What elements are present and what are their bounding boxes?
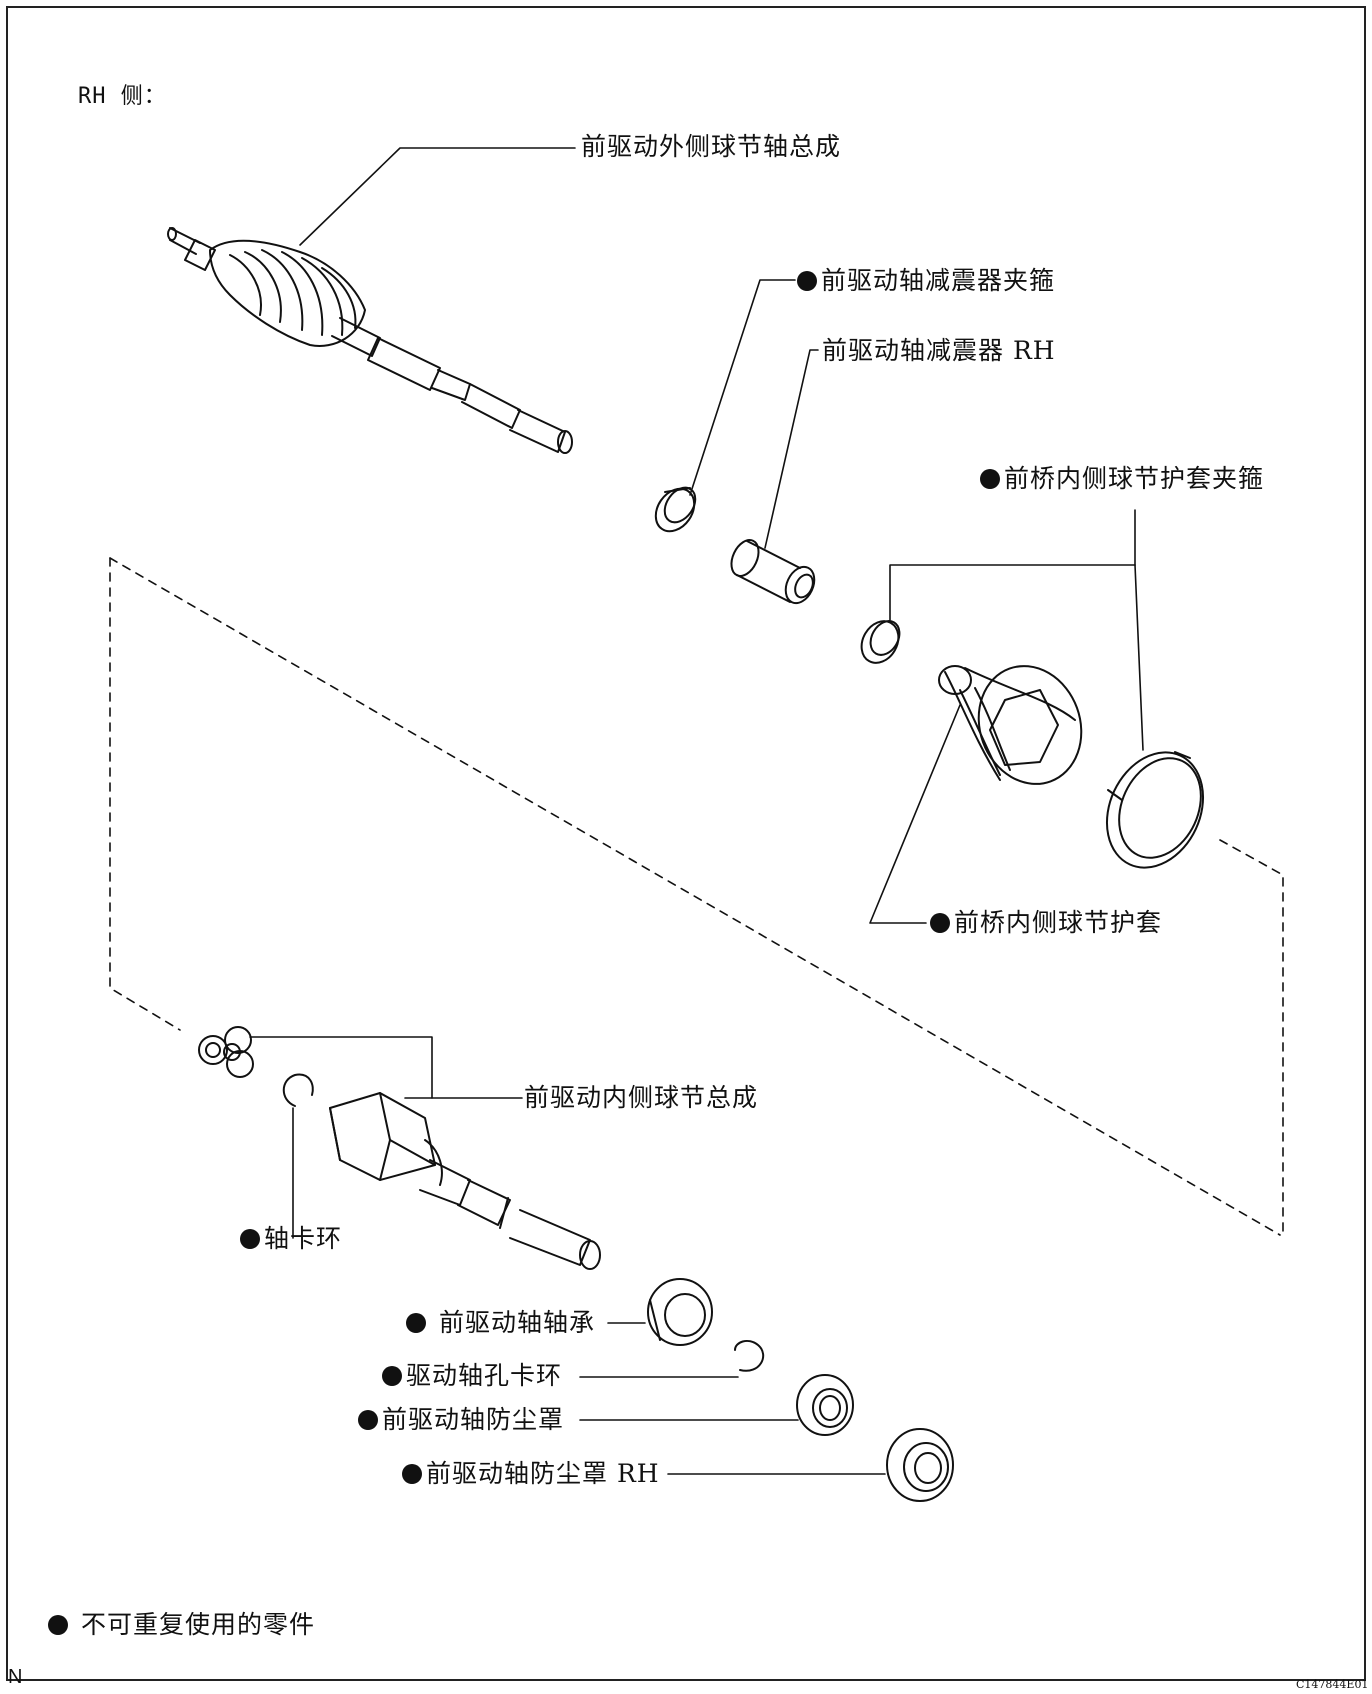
non-reusable-bullet <box>797 271 817 291</box>
side-label: RH 侧： <box>78 84 167 109</box>
label-inner-boot: 前桥内侧球节护套 <box>930 908 1162 938</box>
non-reusable-bullet <box>358 1410 378 1430</box>
non-reusable-bullet <box>382 1366 402 1386</box>
hole-snap-ring-part <box>734 1339 765 1372</box>
dust-cover-part <box>796 1374 854 1436</box>
leader-lines <box>249 147 1144 1475</box>
assembly-dashed-outline <box>109 557 1284 1237</box>
inner-boot-large-clamp-part <box>1105 751 1205 869</box>
figure-frame <box>6 6 1366 1681</box>
non-reusable-bullet <box>402 1464 422 1484</box>
label-bearing: 前驱动轴轴承 <box>406 1308 595 1338</box>
inner-boot-small-clamp-part <box>860 620 901 664</box>
legend-non-reusable: 不可重复使用的零件 <box>48 1610 315 1640</box>
label-inner-boot-clamp: 前桥内侧球节护套夹箍 <box>980 464 1264 494</box>
shaft-snap-ring-part <box>282 1073 314 1107</box>
non-reusable-bullet <box>48 1615 68 1635</box>
corner-letter: N <box>8 1666 23 1688</box>
tripod-part <box>198 1026 254 1078</box>
label-shaft-snap-ring: 轴卡环 <box>240 1224 342 1254</box>
label-damper-rh: 前驱动轴减震器 RH <box>822 336 1056 365</box>
outer-joint-shaft-assembly <box>167 227 573 454</box>
inner-boot-part <box>938 665 1083 785</box>
non-reusable-bullet <box>980 469 1000 489</box>
non-reusable-bullet <box>406 1313 426 1333</box>
non-reusable-bullet <box>240 1229 260 1249</box>
damper-clamp-part <box>654 486 697 533</box>
label-dust-cover: 前驱动轴防尘罩 <box>358 1405 564 1435</box>
label-hole-snap-ring: 驱动轴孔卡环 <box>382 1361 562 1391</box>
damper-part <box>730 539 816 605</box>
label-outer-joint-shaft-assembly: 前驱动外侧球节轴总成 <box>581 132 842 161</box>
label-dust-cover-rh: 前驱动轴防尘罩 RH <box>402 1459 660 1489</box>
label-damper-clamp: 前驱动轴减震器夹箍 <box>797 266 1055 296</box>
inner-joint-assembly-part <box>329 1092 601 1270</box>
label-inner-joint-assembly: 前驱动内侧球节总成 <box>524 1083 759 1112</box>
bearing-part <box>647 1278 713 1346</box>
non-reusable-bullet <box>930 913 950 933</box>
figure-code: C147844E01 <box>1296 1678 1369 1691</box>
dust-cover-rh-part <box>886 1428 954 1502</box>
